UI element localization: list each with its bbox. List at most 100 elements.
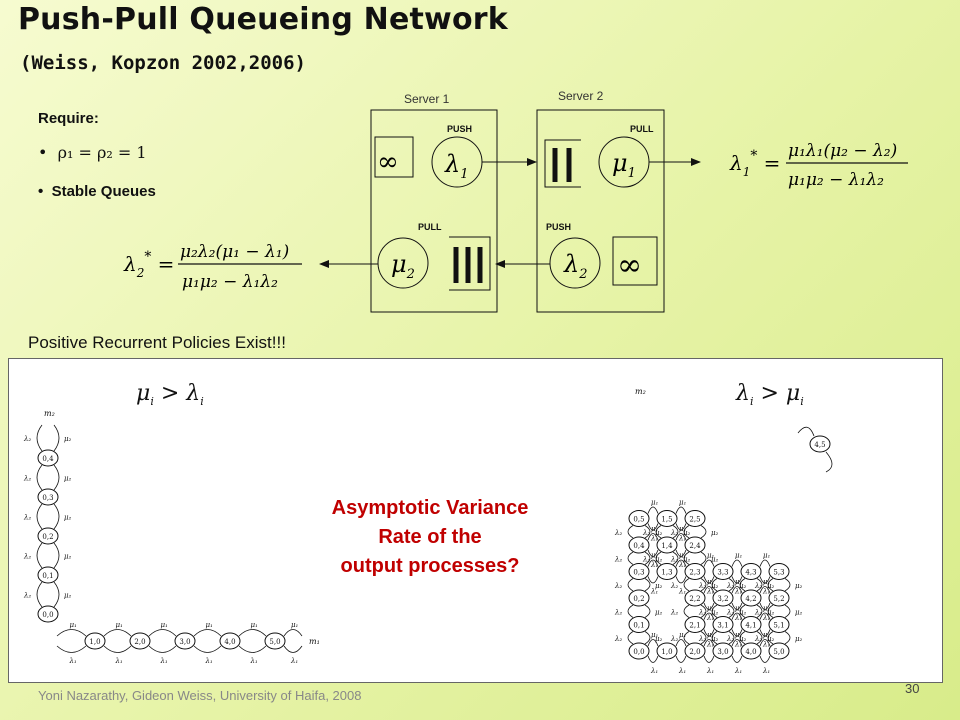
state-node bbox=[712, 616, 734, 633]
state-label: 2,5 bbox=[689, 516, 700, 524]
transition-arc bbox=[193, 645, 222, 653]
rate-label: μ₁ bbox=[707, 605, 715, 613]
rate-label: μ₂ bbox=[64, 514, 72, 522]
state-label: 0,3 bbox=[633, 569, 644, 577]
rate-label: μ₁ bbox=[161, 621, 169, 629]
transition-arc bbox=[703, 586, 715, 594]
transition-arc bbox=[644, 578, 651, 592]
transition-arc bbox=[731, 612, 743, 620]
transition-arc bbox=[675, 533, 687, 541]
rate-label: λ₂ bbox=[23, 592, 31, 600]
state-label: 1,4 bbox=[661, 542, 673, 550]
transition-arc bbox=[675, 523, 687, 531]
transition-arc bbox=[148, 645, 177, 653]
server2-label: Server 2 bbox=[558, 89, 604, 103]
rate-label: λ₂ bbox=[726, 582, 734, 590]
transition-arc bbox=[731, 639, 743, 647]
state-node bbox=[809, 435, 831, 453]
transition-arc bbox=[703, 559, 715, 567]
state-label: 0,2 bbox=[633, 595, 644, 603]
rate-label: μ₂ bbox=[655, 529, 663, 537]
state-node bbox=[684, 642, 706, 660]
transition-arc bbox=[731, 576, 743, 584]
state-node bbox=[129, 632, 151, 650]
transition-arc bbox=[56, 645, 87, 653]
variance-question: Asymptotic Variance Rate of the output p… bbox=[285, 494, 575, 581]
bullet-stable-queues: • Stable Queues bbox=[38, 183, 156, 200]
transition-arc bbox=[655, 551, 662, 565]
question-line-1: Asymptotic Variance bbox=[331, 497, 529, 519]
rate-label: μ₂ bbox=[739, 582, 747, 590]
state-label: 4,1 bbox=[745, 622, 756, 630]
state-label: 3,2 bbox=[717, 595, 728, 603]
transition-arc bbox=[283, 629, 303, 637]
transition-arc bbox=[644, 525, 651, 539]
state-label: 3,0 bbox=[179, 638, 190, 646]
transition-arc bbox=[700, 604, 707, 618]
rate-label: μ₂ bbox=[655, 608, 663, 616]
transition-arc bbox=[683, 604, 690, 618]
rate-label: λ₂ bbox=[614, 608, 622, 616]
transition-arc bbox=[627, 525, 634, 539]
transition-arc bbox=[36, 464, 43, 491]
transition-arc bbox=[703, 639, 715, 647]
transition-arc bbox=[148, 629, 177, 637]
rate-label: μ₁ bbox=[70, 621, 78, 629]
rate-label: λ₂ bbox=[23, 514, 31, 522]
rate-label: λ₂ bbox=[642, 529, 650, 537]
queue-box-2 bbox=[449, 236, 491, 291]
transition-arc bbox=[644, 604, 651, 618]
transition-arc bbox=[703, 655, 715, 663]
rate-label: λ₁ bbox=[706, 667, 714, 675]
rate-label: μ₂ bbox=[795, 608, 803, 616]
state-node bbox=[37, 605, 59, 623]
rate-label: μ₁ bbox=[679, 631, 687, 639]
rate-label: λ₁ bbox=[290, 657, 298, 665]
state-label: 0,1 bbox=[633, 622, 644, 630]
right-condition: λi > μi bbox=[735, 381, 804, 408]
mu2-node-label: μ2 bbox=[391, 250, 415, 282]
state-label: 0,4 bbox=[42, 455, 54, 463]
transition-arc bbox=[683, 578, 690, 592]
state-node bbox=[628, 642, 650, 660]
rate-label: λ₁ bbox=[115, 657, 123, 665]
footer-credit: Yoni Nazarathy, Gideon Weiss, University… bbox=[38, 688, 362, 703]
state-label: 1,0 bbox=[89, 638, 100, 646]
transition-arc bbox=[728, 604, 735, 618]
state-label: 1,5 bbox=[661, 516, 672, 524]
lambda1-node-label: λ1 bbox=[444, 150, 469, 182]
transition-arc bbox=[675, 506, 687, 514]
server2-push-tag: PUSH bbox=[546, 222, 572, 232]
rate-label: μ₂ bbox=[655, 555, 663, 563]
state-node bbox=[628, 616, 650, 633]
rate-label: μ₁ bbox=[735, 631, 743, 639]
stable-queues-text: Stable Queues bbox=[51, 183, 156, 200]
state-label: 2,4 bbox=[689, 542, 701, 550]
transition-arc bbox=[238, 645, 267, 653]
rate-label: μ₂ bbox=[795, 582, 803, 590]
transition-arc bbox=[731, 559, 743, 567]
rate-label: λ₂ bbox=[754, 608, 762, 616]
transition-arc bbox=[627, 551, 634, 565]
transition-arc bbox=[672, 525, 679, 539]
transition-arc bbox=[683, 631, 690, 645]
transition-arc bbox=[767, 604, 774, 618]
transition-arc bbox=[759, 629, 771, 637]
transition-arc bbox=[36, 424, 43, 452]
rate-label: μ₁ bbox=[707, 578, 715, 586]
transition-arc bbox=[56, 629, 87, 637]
rate-label: λ₂ bbox=[670, 555, 678, 563]
transition-arc bbox=[627, 604, 634, 618]
transition-arc bbox=[756, 604, 763, 618]
state-node bbox=[37, 566, 59, 584]
rate-label: μ₂ bbox=[64, 553, 72, 561]
state-node bbox=[628, 510, 650, 527]
mu1-node-label: μ1 bbox=[612, 149, 636, 181]
transition-arc bbox=[672, 551, 679, 565]
server2-pull-tag: PULL bbox=[630, 124, 654, 134]
rate-label: μ₂ bbox=[655, 635, 663, 643]
rate-label: μ₁ bbox=[651, 499, 659, 507]
rate-label: λ₁ bbox=[678, 561, 686, 569]
transition-arc bbox=[703, 602, 715, 610]
